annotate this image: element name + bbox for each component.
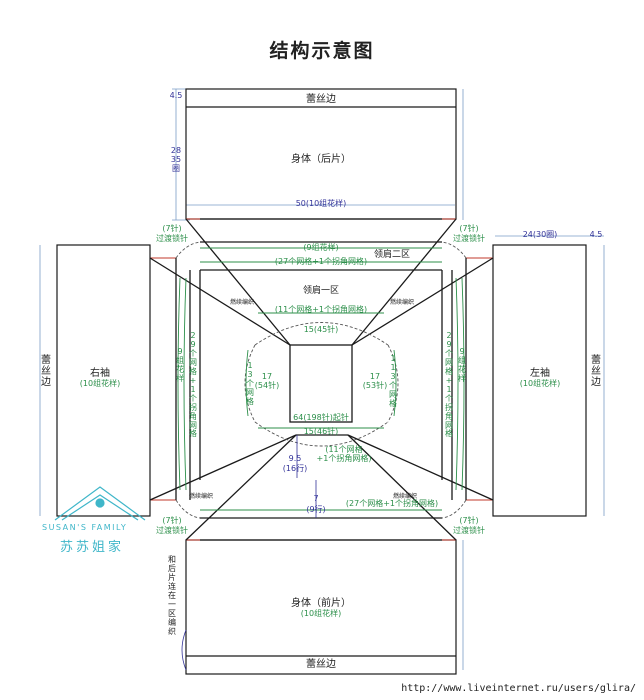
dashed-curves xyxy=(175,241,467,519)
left-sleeve-sub: (10组花样) xyxy=(519,379,561,388)
trans-tl-b: 过渡锁针 xyxy=(156,234,188,243)
weave-tr: 燃续编织 xyxy=(389,299,415,306)
right-sleeve-label: 右袖 xyxy=(90,368,110,379)
measure-16-rows: (16行) xyxy=(282,464,308,473)
measure-35: 35 xyxy=(170,155,182,164)
measure-7: 7 xyxy=(313,494,319,503)
lace-left-label: 蕾丝边 xyxy=(41,355,51,389)
left-54-label: (54针) xyxy=(254,381,280,390)
trans-bl-b: 过渡锁针 xyxy=(156,526,188,535)
right-sleeve-panel xyxy=(56,244,151,517)
lace-bottom-label: 蕾丝边 xyxy=(306,659,336,670)
inner-11-bottom-a: (11个网格 xyxy=(325,445,363,454)
weave-tl: 燃续编织 xyxy=(229,299,255,306)
left-13-label: 13个网格 xyxy=(246,361,254,406)
trans-br-a: (7针) xyxy=(459,516,479,525)
source-url[interactable]: http://www.liveinternet.ru/users/glira/ xyxy=(401,683,636,694)
right-9-label: 9组花样 xyxy=(458,347,466,383)
trans-tl-a: (7针) xyxy=(162,224,182,233)
yoke-frame xyxy=(149,218,494,541)
front-body-sub: (10组花样) xyxy=(300,609,342,618)
brand-english: SUSAN'S FAMILY xyxy=(42,523,128,532)
weave-br: 燃续编织 xyxy=(392,493,418,500)
right-29-label: 29个网格+1个拐角网格 xyxy=(445,331,453,439)
measure-4-5-right: 4.5 xyxy=(589,230,603,239)
back-width-label: 50(10组花样) xyxy=(295,199,347,208)
top-9-groups: (9组花样) xyxy=(303,243,339,252)
lace-top-label: 蕾丝边 xyxy=(306,94,336,105)
lace-right-label: 蕾丝边 xyxy=(591,355,601,389)
bottom-27-grid: (27个网格+1个拐角网格) xyxy=(345,499,439,508)
measure-9-rows: (9行) xyxy=(306,505,326,514)
right-53-label: (53针) xyxy=(362,381,388,390)
top-27-grid: (27个网格+1个拐角网格) xyxy=(274,257,368,266)
brand-logo xyxy=(54,486,146,521)
front-body-label: 身体（前片） xyxy=(291,598,351,609)
left-sleeve-panel xyxy=(492,244,587,517)
measure-4-5-top: 4.5 xyxy=(169,91,183,100)
right-13-label: 1 13个网格 xyxy=(389,354,397,408)
left-sleeve-label: 左袖 xyxy=(530,368,550,379)
right-17-label: 17 xyxy=(369,372,381,381)
yoke-zone2-label: 领肩二区 xyxy=(373,250,411,260)
page-title: 结构示意图 xyxy=(269,40,375,62)
right-sleeve-sub: (10组花样) xyxy=(79,379,121,388)
left-29-label: 29个网格+1个拐角网格 xyxy=(189,331,197,439)
back-body-label: 身体（后片） xyxy=(291,154,351,165)
inner-11-bottom-b: +1个拐角网格) xyxy=(316,454,372,463)
trans-bl-a: (7针) xyxy=(162,516,182,525)
sleeve-width-label: 24(30圈) xyxy=(522,230,558,239)
trans-br-b: 过渡锁针 xyxy=(453,526,485,535)
neck-cast-on: 64(198针)起针 xyxy=(293,413,349,422)
measure-circle: 圈 xyxy=(172,164,180,173)
measure-9-5: 9.5 xyxy=(288,454,302,463)
left-17-label: 17 xyxy=(261,372,273,381)
inner-15-bottom: 15(46针) xyxy=(303,427,339,436)
yoke-zone1-label: 领肩一区 xyxy=(302,286,340,296)
inner-15-top: 15(45针) xyxy=(303,325,339,334)
neck-opening xyxy=(289,344,353,423)
trans-tr-b: 过渡锁针 xyxy=(453,234,485,243)
inner-11-top: (11个网格+1个拐角网格) xyxy=(274,305,368,314)
green-brackets xyxy=(177,247,465,511)
front-note: 和后片连在一区编织 xyxy=(168,555,176,636)
blue-dimensions xyxy=(181,435,317,671)
transition-marks xyxy=(150,218,493,541)
trans-tr-a: (7针) xyxy=(459,224,479,233)
weave-bl: 燃续编织 xyxy=(188,493,214,500)
measure-28: 28 xyxy=(170,146,182,155)
left-9-label: 9组花样 xyxy=(176,347,184,383)
brand-chinese: 苏苏姐家 xyxy=(60,540,125,555)
